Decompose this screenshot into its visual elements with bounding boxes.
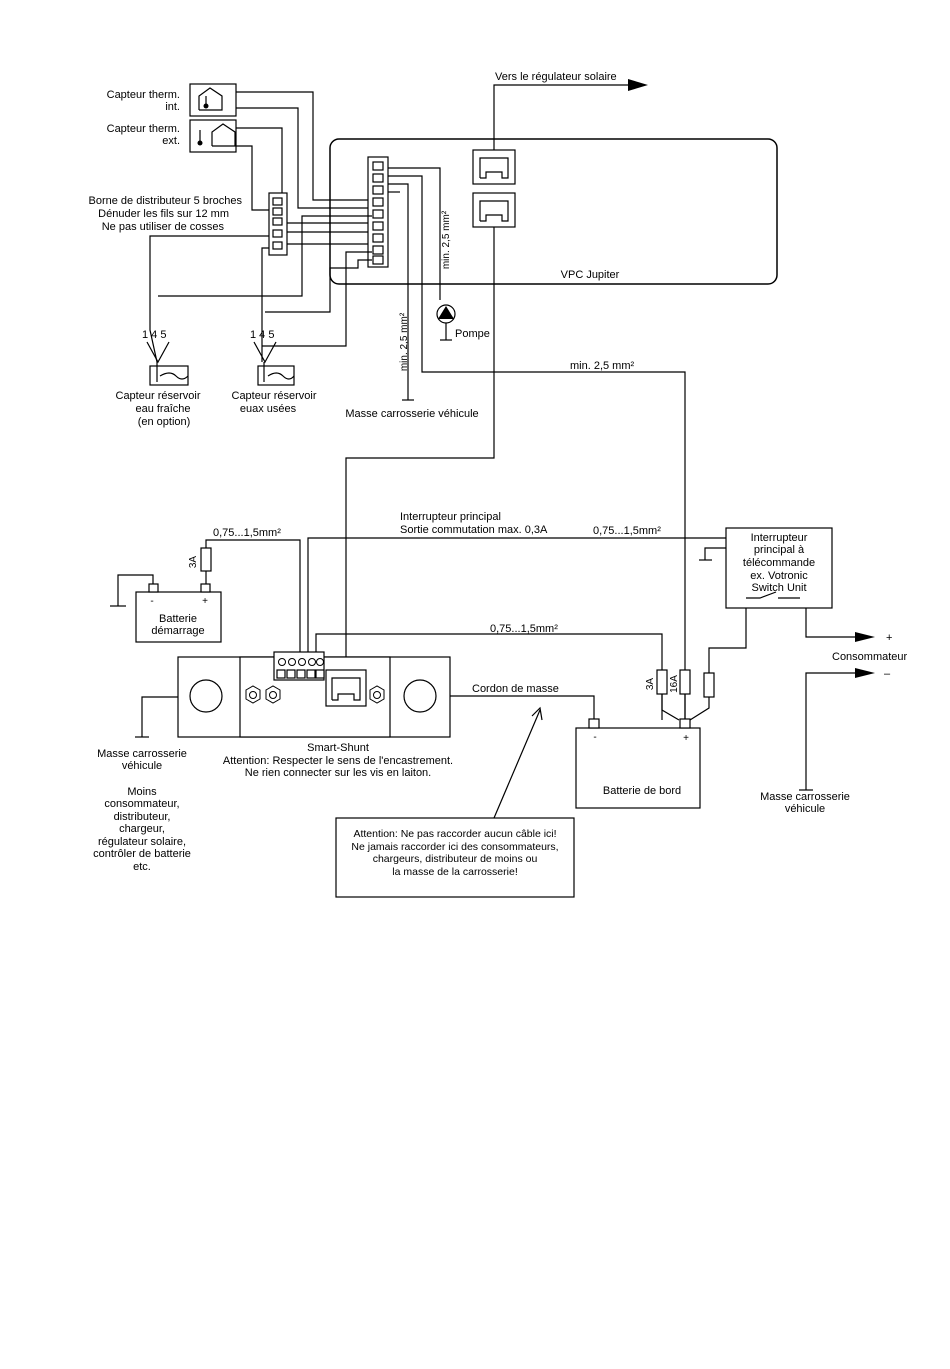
fuse-start-battery bbox=[200, 547, 212, 572]
rj-socket-shunt bbox=[472, 192, 516, 228]
consumer-label: Consommateur bbox=[832, 651, 908, 663]
rj-socket-solar bbox=[472, 149, 516, 185]
smart-shunt bbox=[177, 651, 451, 738]
exterior-temp-sensor bbox=[189, 119, 237, 153]
warn-2: Ne jamais raccorder ici des consommateur… bbox=[351, 841, 558, 853]
remote-4: ex. Votronic bbox=[750, 570, 808, 582]
ground-left-2: véhicule bbox=[122, 760, 162, 772]
remote-3: télécommande bbox=[743, 557, 815, 569]
pins-waste: 1 4 5 bbox=[250, 329, 274, 341]
wire-size-ground: min. 2,5 mm² bbox=[399, 312, 410, 371]
shunt-label-3: Ne rien connecter sur les vis en laiton. bbox=[245, 767, 431, 779]
tank-waste-2: euax usées bbox=[240, 403, 297, 415]
distrib-label-1: Borne de distributeur 5 broches bbox=[89, 195, 243, 207]
wire-size-pump: min. 2,5 mm² bbox=[441, 210, 452, 269]
minus-list-4: chargeur, bbox=[119, 823, 165, 835]
vpc-label: VPC Jupiter bbox=[561, 269, 620, 281]
warn-4: la masse de la carrosserie! bbox=[392, 866, 517, 878]
wire-size-middle: 0,75...1,5mm² bbox=[490, 623, 558, 635]
fuse-16a-label: 16A bbox=[669, 675, 680, 693]
remote-switch-unit bbox=[725, 527, 833, 609]
warn-3: chargeurs, distributeur de moins ou bbox=[373, 853, 538, 865]
main-switch-1: Interrupteur principal bbox=[400, 511, 501, 523]
shunt-label-1: Smart-Shunt bbox=[307, 742, 369, 754]
minus-list-2: consommateur, bbox=[104, 798, 179, 810]
solar-arrow-icon bbox=[628, 79, 648, 91]
fuse-3a bbox=[656, 669, 668, 695]
solar-label: Vers le régulateur solaire bbox=[495, 71, 617, 83]
pump-label: Pompe bbox=[455, 328, 490, 340]
fuse-3a-label: 3A bbox=[645, 678, 656, 691]
wire-size-top-right: 0,75...1,5mm² bbox=[593, 525, 661, 537]
distrib-label-3: Ne pas utiliser de cosses bbox=[102, 221, 225, 233]
wire-size-top-left: 0,75...1,5mm² bbox=[213, 527, 281, 539]
tank-sensor-fresh bbox=[149, 362, 189, 386]
ground-left-1: Masse carrosserie bbox=[97, 748, 187, 760]
fuse-start-label: 3A bbox=[188, 556, 199, 569]
sensor-ext-label-1: Capteur therm. bbox=[107, 123, 180, 135]
sensor-int-label-1: Capteur therm. bbox=[107, 89, 180, 101]
start-batt-label-1: Batterie bbox=[159, 613, 197, 625]
ground-cable-label: Cordon de masse bbox=[472, 683, 559, 695]
sensor-ext-label-2: ext. bbox=[162, 135, 180, 147]
start-battery bbox=[135, 583, 222, 643]
tank-fresh-2: eau fraîche bbox=[135, 403, 190, 415]
board-minus: - bbox=[593, 732, 596, 743]
wire-size-board: min. 2,5 mm² bbox=[570, 360, 635, 372]
ground-right-2: véhicule bbox=[785, 803, 825, 815]
sensor-int-label-2: int. bbox=[165, 101, 180, 113]
interior-temp-sensor bbox=[189, 83, 237, 117]
start-batt-plus: + bbox=[202, 596, 208, 607]
main-switch-2: Sortie commutation max. 0,3A bbox=[400, 524, 548, 536]
fuse-switch bbox=[703, 672, 715, 698]
tank-fresh-3: (en option) bbox=[138, 416, 191, 428]
vpc-terminal-block bbox=[367, 156, 389, 268]
distrib-label-2: Dénuder les fils sur 12 mm bbox=[98, 208, 229, 220]
start-batt-minus: - bbox=[150, 596, 153, 607]
pump-icon bbox=[436, 304, 456, 341]
fuse-16a bbox=[679, 669, 691, 695]
shunt-label-2: Attention: Respecter le sens de l'encast… bbox=[223, 755, 453, 767]
consumer-plus: + bbox=[886, 632, 892, 644]
remote-1: Interrupteur bbox=[751, 532, 808, 544]
warning-box bbox=[335, 817, 575, 898]
minus-list-3: distributeur, bbox=[114, 811, 171, 823]
minus-list-5: régulateur solaire, bbox=[98, 836, 186, 848]
consumer-minus: – bbox=[884, 668, 891, 680]
tank-sensor-waste bbox=[257, 362, 295, 386]
consumer-plus-arrow-icon bbox=[855, 632, 875, 642]
remote-5: Switch Unit bbox=[751, 582, 806, 594]
pins-fresh: 1 4 5 bbox=[142, 329, 166, 341]
minus-list-6: contrôler de batterie bbox=[93, 848, 191, 860]
warn-1: Attention: Ne pas raccorder aucun câble … bbox=[353, 828, 556, 840]
consumer-minus-arrow-icon bbox=[855, 668, 875, 678]
vpc-jupiter-box bbox=[329, 138, 778, 285]
ground-vehicle-top: Masse carrosserie véhicule bbox=[345, 408, 478, 420]
tank-fresh-1: Capteur réservoir bbox=[116, 390, 201, 402]
board-plus: + bbox=[683, 733, 689, 744]
remote-2: principal à bbox=[754, 544, 805, 556]
minus-list-7: etc. bbox=[133, 861, 151, 873]
warning-arrow-icon bbox=[531, 706, 543, 721]
start-batt-label-2: démarrage bbox=[151, 625, 204, 637]
distributor-terminal bbox=[268, 192, 288, 256]
ground-right-1: Masse carrosserie bbox=[760, 791, 850, 803]
board-battery bbox=[575, 718, 701, 809]
minus-list-1: Moins bbox=[127, 786, 157, 798]
board-batt-label: Batterie de bord bbox=[603, 785, 681, 797]
tank-waste-1: Capteur réservoir bbox=[232, 390, 317, 402]
